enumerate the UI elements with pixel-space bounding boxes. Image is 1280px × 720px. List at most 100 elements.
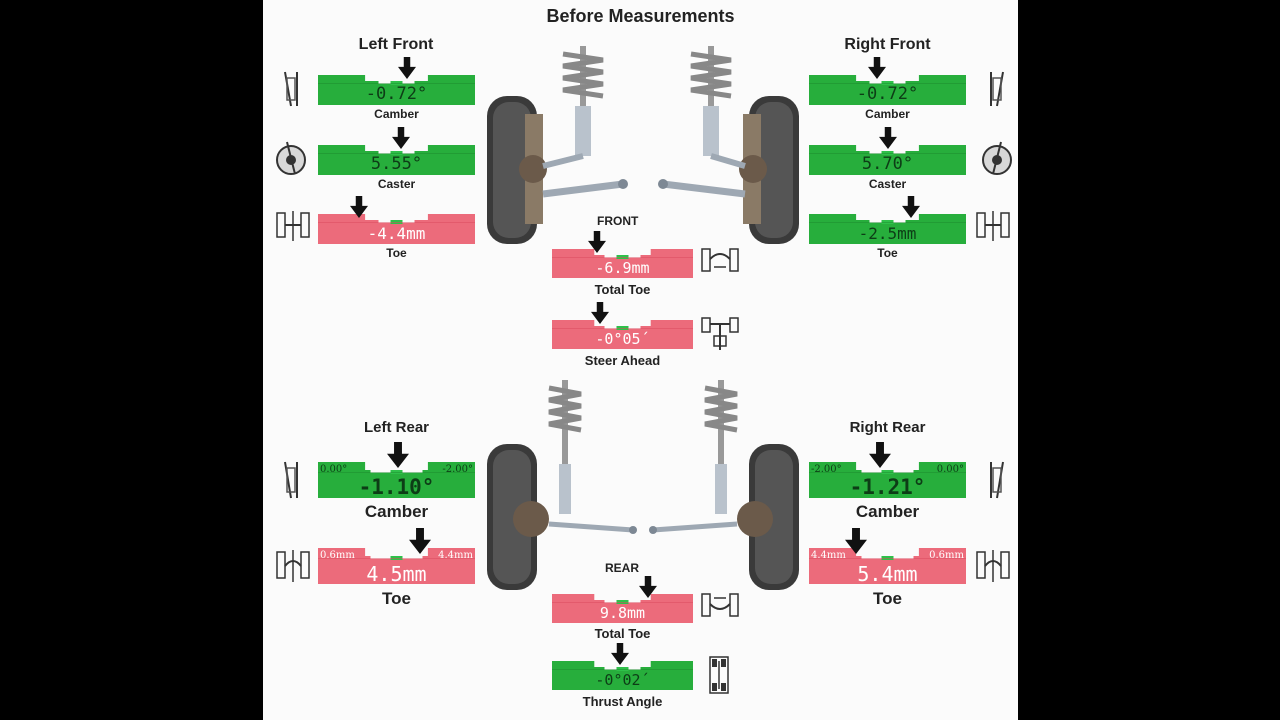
left-rear-toe-max: 4.4mm [438, 550, 473, 561]
left-rear-toe-label: Toe [382, 589, 411, 608]
pointer-arrow-shape [845, 528, 868, 554]
left-rear-camber-min: 0.00° [320, 464, 348, 475]
gauge-bar [809, 462, 966, 498]
right-rear-camber-label: Camber [855, 502, 920, 521]
left-front-camber-label: Camber [374, 107, 419, 121]
total-toe-icon [701, 248, 739, 272]
gauge-shade [809, 558, 966, 559]
right-rear-toe-min: 4.4mm [811, 550, 846, 561]
camber-icon [990, 461, 1004, 499]
gauge-bar [318, 548, 475, 584]
pointer-arrow-shape [398, 57, 417, 79]
gauge-bar [318, 462, 475, 498]
thrust-angle-gauge: -0°02´ [552, 661, 693, 690]
pointer-arrow-shape [392, 127, 411, 149]
right-rear-suspension-icon [649, 380, 799, 590]
gauge-shade [809, 222, 966, 223]
left-rear-toe-gauge: 0.6mm 4.4mm 4.5mm [318, 548, 475, 586]
pointer-arrow-shape [409, 528, 432, 554]
left-rear-camber-value: -1.10° [358, 475, 435, 499]
gauge-shade [809, 153, 966, 154]
pointer-arrow-shape [638, 576, 657, 598]
gauge-bar [809, 214, 966, 244]
pointer-arrow-shape [588, 231, 607, 253]
pointer-arrow-icon [845, 528, 868, 554]
gauge-body [318, 462, 475, 498]
front-total-toe-value: -6.9mm [595, 259, 650, 277]
gauge-shade [318, 472, 475, 473]
right-rear-camber-max: 0.00° [936, 464, 964, 475]
left-front-caster-gauge: 5.55° [318, 145, 475, 175]
gauge-bar [809, 548, 966, 584]
pointer-arrow-icon [392, 127, 411, 149]
right-rear-toe-max: 0.6mm [929, 550, 964, 561]
toe-icon [276, 550, 310, 582]
toe-icon [976, 211, 1010, 241]
gauge-bar [552, 249, 693, 278]
left-front-toe-label: Toe [386, 246, 407, 260]
caster-icon [982, 141, 1012, 175]
right-front-toe-gauge: -2.5mm [809, 214, 966, 244]
gauge-bar [318, 214, 475, 244]
right-rear-camber-value: -1.21° [849, 475, 926, 499]
pointer-arrow-shape [868, 442, 891, 468]
right-front-camber-value: -0.72° [856, 84, 919, 104]
gauge-body [552, 320, 693, 349]
pointer-arrow-icon [387, 442, 410, 468]
gauge-body [552, 594, 693, 623]
gauge-shade [552, 328, 693, 329]
gauge-body [809, 462, 966, 498]
pointer-arrow-icon [867, 57, 886, 79]
pointer-arrow-icon [588, 231, 607, 253]
left-front-camber-value: -0.72° [365, 84, 428, 104]
right-rear-toe-label: Toe [873, 589, 902, 608]
gauge-shade [318, 153, 475, 154]
gauge-bar [318, 145, 475, 175]
gauge-body [552, 661, 693, 690]
left-front-camber-gauge: -0.72° [318, 75, 475, 105]
gauge-shade [552, 602, 693, 603]
gauge-body [809, 548, 966, 584]
right-front-camber-label: Camber [865, 107, 910, 121]
pointer-arrow-icon [610, 643, 629, 665]
pointer-arrow-shape [867, 57, 886, 79]
pointer-arrow-shape [590, 302, 609, 324]
pointer-arrow-icon [409, 528, 432, 554]
steer-ahead-value: -0°05´ [595, 330, 650, 348]
front-label: FRONT [597, 214, 639, 228]
camber-icon [990, 71, 1004, 107]
gauge-body [318, 548, 475, 584]
left-front-title: Left Front [358, 36, 434, 53]
left-rear-camber-label: Camber [364, 502, 429, 521]
pointer-arrow-shape [349, 196, 368, 218]
pointer-arrow-icon [902, 196, 921, 218]
left-front-suspension-icon [487, 46, 628, 244]
pointer-arrow-icon [868, 442, 891, 468]
gauge-body [809, 214, 966, 244]
left-rear-toe-min: 0.6mm [320, 550, 355, 561]
gauge-shade [318, 83, 475, 84]
left-rear-camber-gauge: 0.00° -2.00° -1.10° [318, 462, 475, 499]
gauge-bar [552, 661, 693, 690]
pointer-arrow-shape [610, 643, 629, 665]
left-rear-toe-value: 4.5mm [366, 562, 427, 586]
left-front-caster-label: Caster [377, 177, 416, 191]
thrust-angle-icon [709, 656, 729, 694]
gauge-bar [552, 594, 693, 623]
pointer-arrow-icon [590, 302, 609, 324]
gauge-shade [809, 472, 966, 473]
pointer-arrow-icon [349, 196, 368, 218]
gauge-shade [809, 83, 966, 84]
gauge-body [318, 75, 475, 105]
measurement-sheet: Before Measurements [263, 0, 1018, 720]
right-rear-camber-gauge: -2.00° 0.00° -1.21° [809, 462, 966, 499]
right-rear-toe-gauge: 4.4mm 0.6mm 5.4mm [809, 548, 966, 586]
rear-total-toe-gauge: 9.8mm [552, 594, 693, 623]
right-rear-camber-min: -2.00° [811, 464, 842, 475]
pointer-arrow-icon [878, 127, 897, 149]
right-front-caster-value: 5.70° [861, 154, 914, 174]
toe-icon [976, 550, 1010, 582]
rear-total-toe-value: 9.8mm [599, 604, 646, 622]
camber-icon [284, 461, 298, 499]
rear-label: REAR [605, 561, 640, 575]
